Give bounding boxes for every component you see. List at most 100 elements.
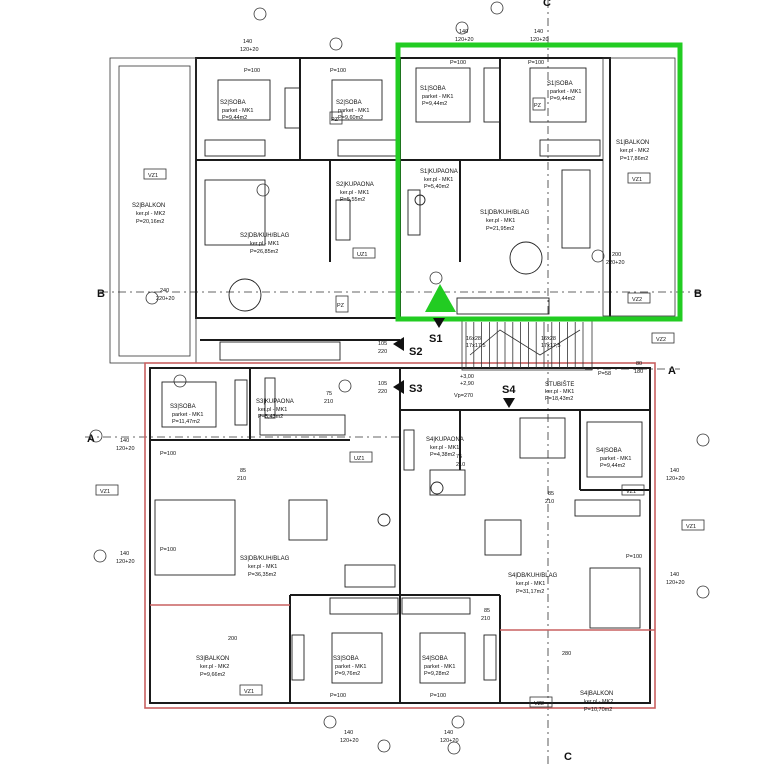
dim-85: 85: [548, 491, 554, 497]
axis-marker-circle: [253, 7, 267, 21]
s4-kupaona-floor: ker.pl - MK1: [430, 445, 459, 451]
axis-marker-circle: [256, 183, 270, 197]
s3-dn-title: S3|DB/KUH/BLAG: [240, 556, 290, 562]
s1-soba-b-floor: parket - MK1: [550, 89, 581, 95]
s4-dn-title: S4|DB/KUH/BLAG: [508, 573, 558, 579]
dim-120-20: 120+20: [455, 37, 474, 43]
s2-soba-a-area: P=9,44m2: [222, 115, 247, 121]
dim-200: 200: [228, 636, 237, 642]
p100-label: P=100: [430, 693, 446, 699]
level-upper: +3,00: [460, 374, 474, 380]
s3-kupaona-area: P=5,43m2: [258, 414, 283, 420]
s4-soba-b-title: S4|SOBA: [422, 656, 448, 662]
s1-soba-a-area: P=9,44m2: [422, 101, 447, 107]
s3-dn-floor: ker.pl - MK1: [248, 564, 277, 570]
dim-140: 140: [534, 29, 543, 35]
axis-marker-circle: [429, 271, 443, 285]
section-b-left: B: [97, 288, 105, 300]
dim-220: 220: [378, 349, 387, 355]
s3-soba-b-area: P=9,76m2: [335, 671, 360, 677]
vz2-tag: VZ2: [656, 337, 666, 343]
dim-210: 210: [324, 399, 333, 405]
stubiste-floor: ker.pl - MK1: [545, 389, 574, 395]
s4-entry-arrow: [503, 398, 515, 408]
dim-75: 75: [326, 391, 332, 397]
entry-s1-label: S1: [429, 333, 442, 345]
dim-210: 210: [237, 476, 246, 482]
pz-tag: PZ: [534, 103, 542, 109]
s3-soba-b-title: S3|SOBA: [333, 656, 359, 662]
dim-120-20: 120+20: [666, 580, 685, 586]
vz2-tag: VZ2: [534, 701, 544, 707]
dim-75: 75: [456, 454, 462, 460]
s2-kupaona-floor: ker.pl - MK1: [340, 190, 369, 196]
s1-entry-marker: [425, 284, 456, 312]
dim-120-20: 120+20: [116, 559, 135, 565]
stair-left-rise: 17x17,5: [466, 343, 486, 349]
s2-soba-b-title: S2|SOBA: [336, 100, 362, 106]
axis-markers: [89, 1, 710, 755]
dim-280: 280: [562, 651, 571, 657]
axis-marker-circle: [323, 715, 337, 729]
axis-marker-circle: [377, 739, 391, 753]
s2-dn-floor: ker.pl - MK1: [250, 241, 279, 247]
s1-kupaona-area: P=5,40m2: [424, 184, 449, 190]
stair-left-size: 16x28: [466, 336, 481, 342]
axis-marker-circle: [451, 715, 465, 729]
s2-balkon-floor: ker.pl - MK2: [136, 211, 165, 217]
stair-p58: P=58: [598, 371, 611, 377]
s3-balkon-title: S3|BALKON: [196, 656, 229, 662]
dim-85: 85: [240, 468, 246, 474]
room-labels: S1|SOBA parket - MK1 P=9,44m2 S1|SOBA pa…: [132, 81, 649, 713]
s1-balkon-floor: ker.pl - MK2: [620, 148, 649, 154]
dim-240: 240: [160, 288, 169, 294]
dim-140: 140: [243, 39, 252, 45]
dim-120-20: 120+20: [440, 738, 459, 744]
vz1-tag: VZ1: [244, 689, 254, 695]
level-lower: +2,90: [460, 381, 474, 387]
dim-105: 105: [378, 381, 387, 387]
section-c-bottom: C: [564, 751, 572, 763]
axis-marker-circle: [338, 379, 352, 393]
dim-210: 210: [481, 616, 490, 622]
s3-kupaona-floor: ker.pl - MK1: [258, 407, 287, 413]
s2-soba-b-floor: parket - MK1: [338, 108, 369, 114]
entry-s4-label: S4: [502, 384, 516, 396]
s4-balkon-title: S4|BALKON: [580, 691, 613, 697]
element-tags: VZ1 VZ1 VZ2 VZ2 VZ1 VZ1 VZ1 VZ2 VZ1 UZ1 …: [95, 97, 705, 708]
axis-marker-circle: [696, 433, 710, 447]
axis-marker-circle: [591, 249, 605, 263]
dim-140: 140: [459, 29, 468, 35]
s1-soba-b-title: S1|SOBA: [547, 81, 573, 87]
dim-120-20: 120+20: [240, 47, 259, 53]
dim-140: 140: [444, 730, 453, 736]
p100-label: P=100: [160, 547, 176, 553]
s4-soba-b-floor: parket - MK1: [424, 664, 455, 670]
vz1-tag: VZ1: [100, 489, 110, 495]
dim-140: 140: [670, 572, 679, 578]
axis-marker-circle: [447, 741, 461, 755]
s1-dn-title: S1|DB/KUH/BLAG: [480, 210, 530, 216]
dim-85: 85: [484, 608, 490, 614]
vz1-tag: VZ1: [632, 177, 642, 183]
dimensions: 140 120+20 140 120+20 140 120+20 240 220…: [116, 29, 685, 744]
s1-balkon-title: S1|BALKON: [616, 140, 649, 146]
uz1-tag: UZ1: [354, 456, 364, 462]
stair-right-rise: 17x17,5: [541, 343, 561, 349]
axis-marker-circle: [89, 429, 103, 443]
p100-label: P=100: [528, 60, 544, 66]
s4-soba-a-floor: parket - MK1: [600, 456, 631, 462]
dim-120-20: 120+20: [340, 738, 359, 744]
s1-highlight-frame: [395, 42, 683, 322]
s2-soba-a-floor: parket - MK1: [222, 108, 253, 114]
uz1-tag: UZ1: [357, 252, 367, 258]
dim-210: 210: [456, 462, 465, 468]
dim-220: 220: [378, 389, 387, 395]
dim-140: 140: [344, 730, 353, 736]
vz1-tag: VZ1: [148, 173, 158, 179]
s3-entry-arrow: [393, 380, 404, 394]
p100-label: P=100: [244, 68, 260, 74]
s3-kupaona-title: S3|KUPAONA: [256, 399, 294, 405]
s3-soba-b-floor: parket - MK1: [335, 664, 366, 670]
